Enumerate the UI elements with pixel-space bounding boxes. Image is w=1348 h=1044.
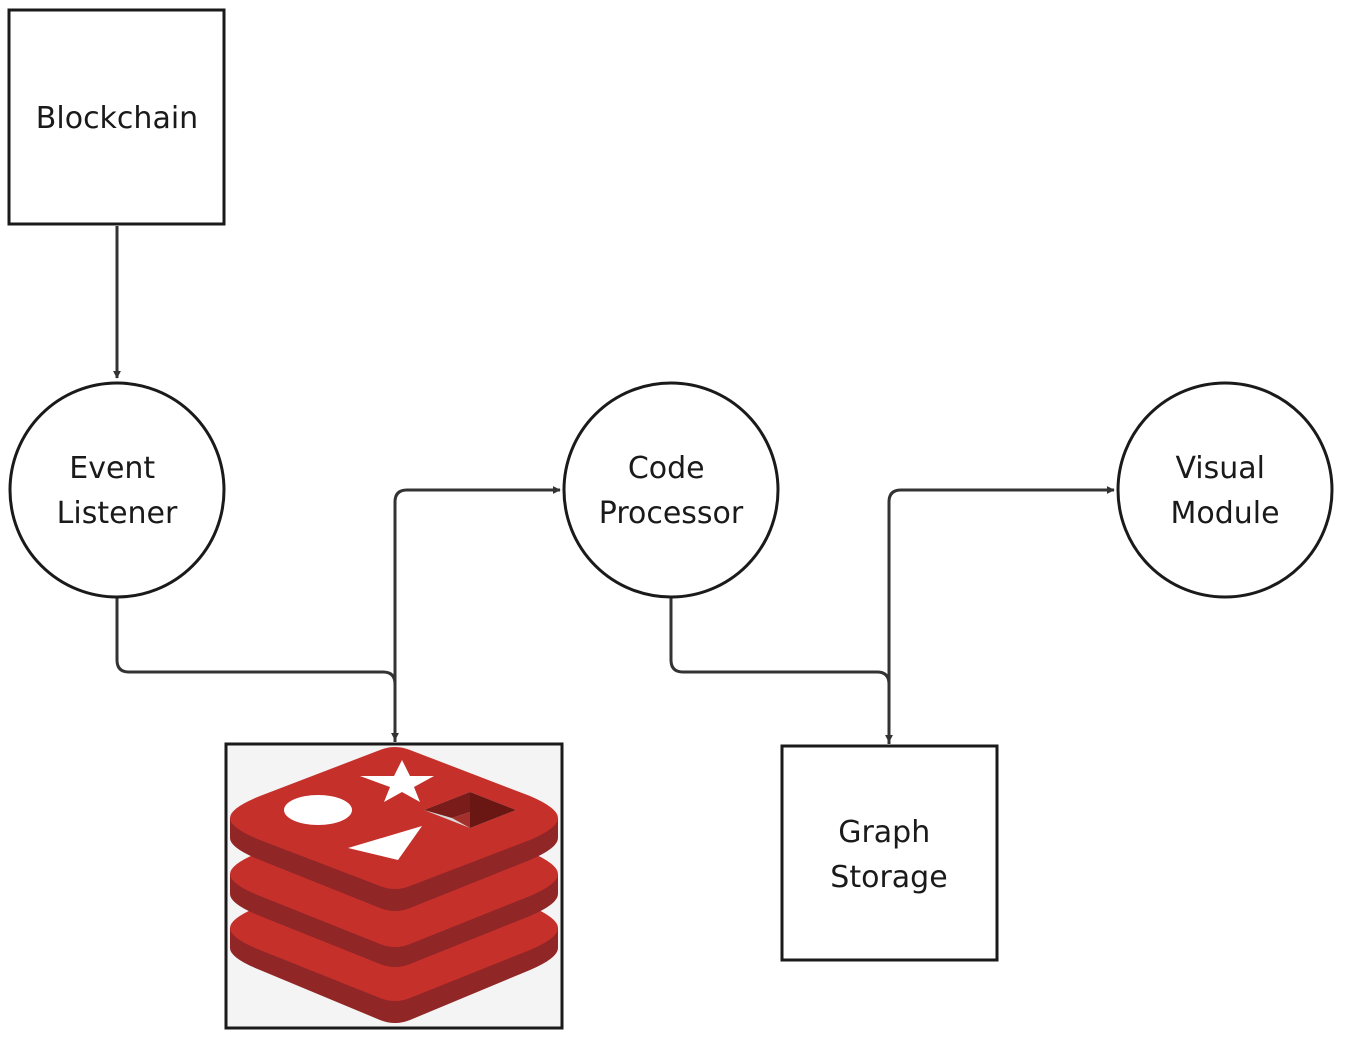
event-listener-node: Event Listener [8,381,226,599]
code-processor-label: Code Processor [599,451,744,531]
visual-module-label: Visual Module [1170,451,1279,531]
event-listener-label: Event Listener [57,451,178,531]
blockchain-label: Blockchain [36,101,198,136]
redis-node [224,742,564,1030]
graph-storage-node: Graph Storage [780,744,999,962]
edge-code-processor-to-graph-storage [669,598,893,743]
edges [113,226,1115,744]
edge-redis-to-code-processor [393,486,561,742]
visual-module-node: Visual Module [1116,381,1334,599]
edge-event-listener-to-redis [115,598,399,741]
graph-storage-label: Graph Storage [830,815,947,895]
blockchain-node: Blockchain [7,8,226,226]
redis-logo-icon [230,747,558,1023]
code-processor-node: Code Processor [562,381,780,599]
edge-graph-storage-to-visual-module [887,486,1115,744]
